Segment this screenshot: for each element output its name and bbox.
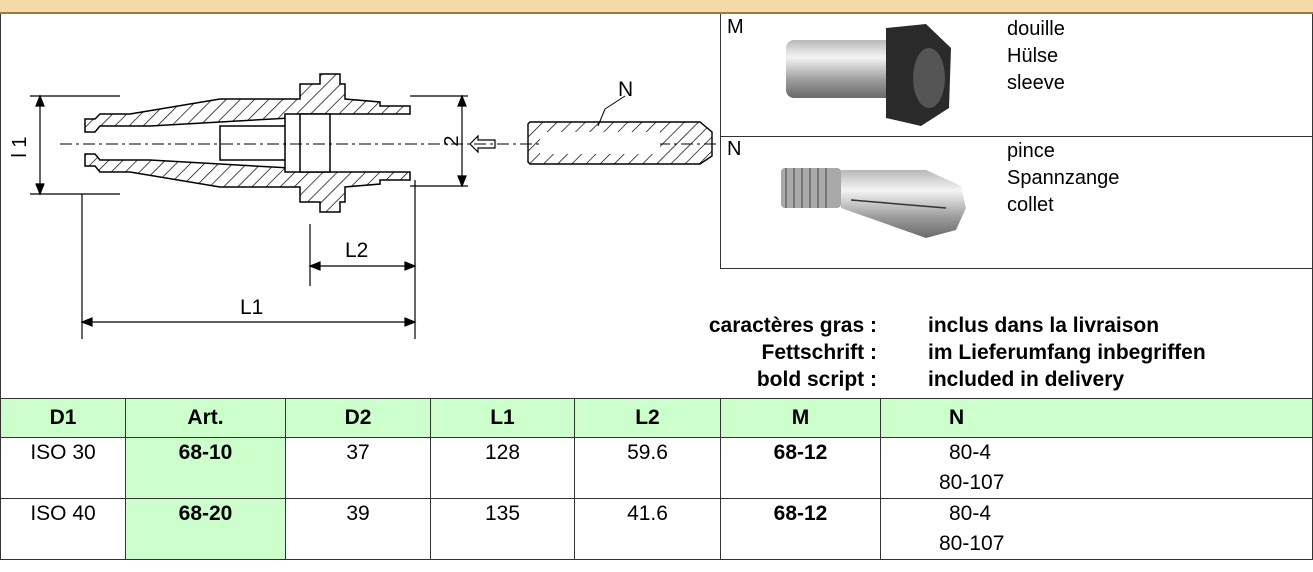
legend-text: caractères gras :: [708, 314, 877, 337]
cell-l1: 135: [430, 498, 575, 560]
cell-art: 68-20: [125, 498, 286, 560]
header-art: Art.: [125, 398, 286, 438]
part-name: Spannzange: [1007, 167, 1120, 189]
part-names-m: douille Hülse sleeve: [1007, 16, 1065, 97]
technical-drawing: l 1 2 N L2 L1: [9, 73, 720, 339]
cell-d2: 37: [285, 437, 431, 499]
dim-l1-left: [30, 94, 120, 196]
collet-drawing: [527, 95, 713, 165]
dim-l1-left-label: l 1: [9, 136, 31, 157]
dim-l2-label: L2: [345, 239, 368, 262]
legend-left: caractères gras : Fettschrift : bold scr…: [709, 312, 877, 393]
part-letter-m: M: [727, 16, 744, 38]
spec-table: D1 Art. D2 L1 L2 M N ISO 30 68-10 37 128…: [0, 398, 1313, 560]
dim-n-label: N: [618, 78, 633, 101]
part-name: collet: [1007, 194, 1054, 216]
legend-text: bold script :: [756, 368, 877, 391]
cell-m: 68-12: [720, 498, 881, 560]
table-row: ISO 40 68-20 39 135 41.6 68-12 80-4 80-1…: [0, 498, 1313, 560]
table-header: D1 Art. D2 L1 L2 M N: [0, 398, 1313, 438]
cell-d1: ISO 30: [0, 437, 126, 499]
cell-n: 80-4 80-107: [880, 498, 1313, 560]
sleeve-photo-icon: [786, 24, 951, 126]
part-row-m: M douille Hülse sleeve: [720, 14, 1313, 137]
part-name: sleeve: [1007, 72, 1065, 94]
header-m: M: [720, 398, 881, 438]
part-letter-n: N: [727, 138, 742, 160]
legend-text: inclus dans la livraison: [928, 314, 1160, 337]
cell-d2: 39: [285, 498, 431, 560]
header-d1: D1: [0, 398, 126, 438]
header-n: N: [880, 398, 1313, 438]
dim-l1-label: L1: [240, 296, 263, 319]
table-row: ISO 30 68-10 37 128 59.6 68-12 80-4 80-1…: [0, 437, 1313, 499]
collet-photo-icon: [781, 168, 966, 238]
part-name: Hülse: [1007, 45, 1059, 67]
cell-m: 68-12: [720, 437, 881, 499]
holder-body: [60, 73, 720, 213]
header-d2: D2: [285, 398, 431, 438]
dim-2-label: 2: [441, 135, 463, 146]
top-bar: [0, 0, 1313, 14]
cell-d1: ISO 40: [0, 498, 126, 560]
part-row-n: N pince Spannzange collet: [720, 136, 1313, 269]
cell-l2: 59.6: [574, 437, 721, 499]
legend-text: Fettschrift :: [761, 341, 878, 364]
cell-l2: 41.6: [574, 498, 721, 560]
legend-right: inclus dans la livraison im Lieferumfang…: [928, 312, 1206, 393]
part-names-n: pince Spannzange collet: [1007, 138, 1119, 219]
legend-text: im Lieferumfang inbegriffen: [928, 341, 1206, 364]
part-name: douille: [1007, 18, 1065, 40]
part-name: pince: [1007, 140, 1055, 162]
parts-box: M douille Hülse sleeve N: [720, 14, 1313, 269]
legend-text: included in delivery: [928, 368, 1125, 391]
cell-l1: 128: [430, 437, 575, 499]
cell-art: 68-10: [125, 437, 286, 499]
header-l2: L2: [574, 398, 721, 438]
header-l1: L1: [430, 398, 575, 438]
cell-n: 80-4 80-107: [880, 437, 1313, 499]
